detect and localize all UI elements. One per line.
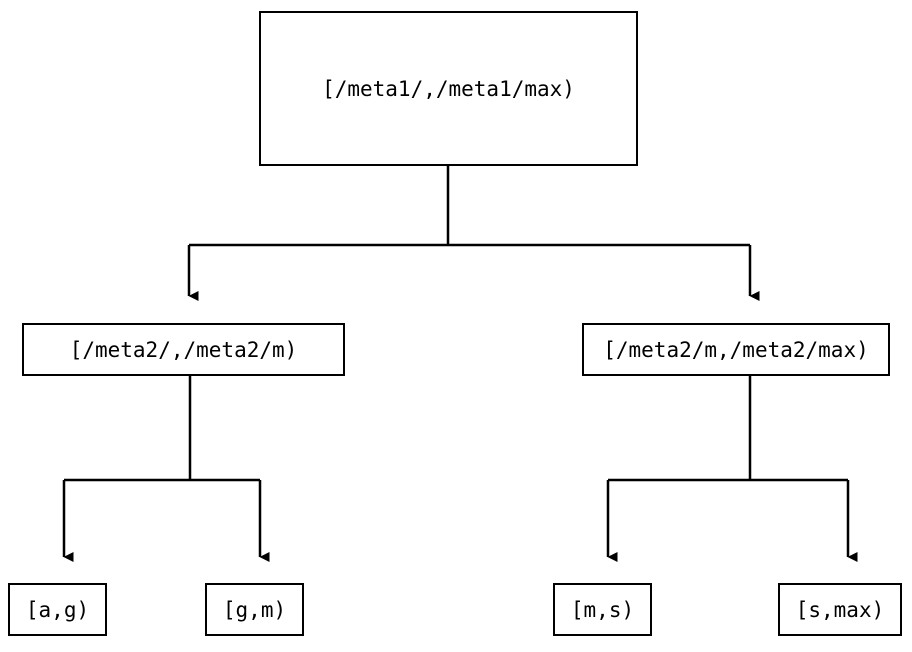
node-root[interactable]: [/meta1/,/meta1/max) — [259, 11, 638, 166]
node-mid-left[interactable]: [/meta2/,/meta2/m) — [22, 323, 345, 376]
node-leaf-m-s[interactable]: [m,s) — [553, 583, 652, 636]
node-mid-right[interactable]: [/meta2/m,/meta2/max) — [582, 323, 890, 376]
node-leaf-g-m[interactable]: [g,m) — [205, 583, 304, 636]
node-leaf-m-s-label: [m,s) — [570, 597, 635, 622]
node-leaf-g-m-label: [g,m) — [222, 597, 287, 622]
node-mid-right-label: [/meta2/m,/meta2/max) — [603, 337, 869, 362]
node-leaf-a-g-label: [a,g) — [25, 597, 90, 622]
node-leaf-s-max-label: [s,max) — [795, 597, 885, 622]
node-root-label: [/meta1/,/meta1/max) — [322, 76, 575, 101]
node-leaf-s-max[interactable]: [s,max) — [778, 583, 902, 636]
node-leaf-a-g[interactable]: [a,g) — [8, 583, 107, 636]
node-mid-left-label: [/meta2/,/meta2/m) — [69, 337, 298, 362]
